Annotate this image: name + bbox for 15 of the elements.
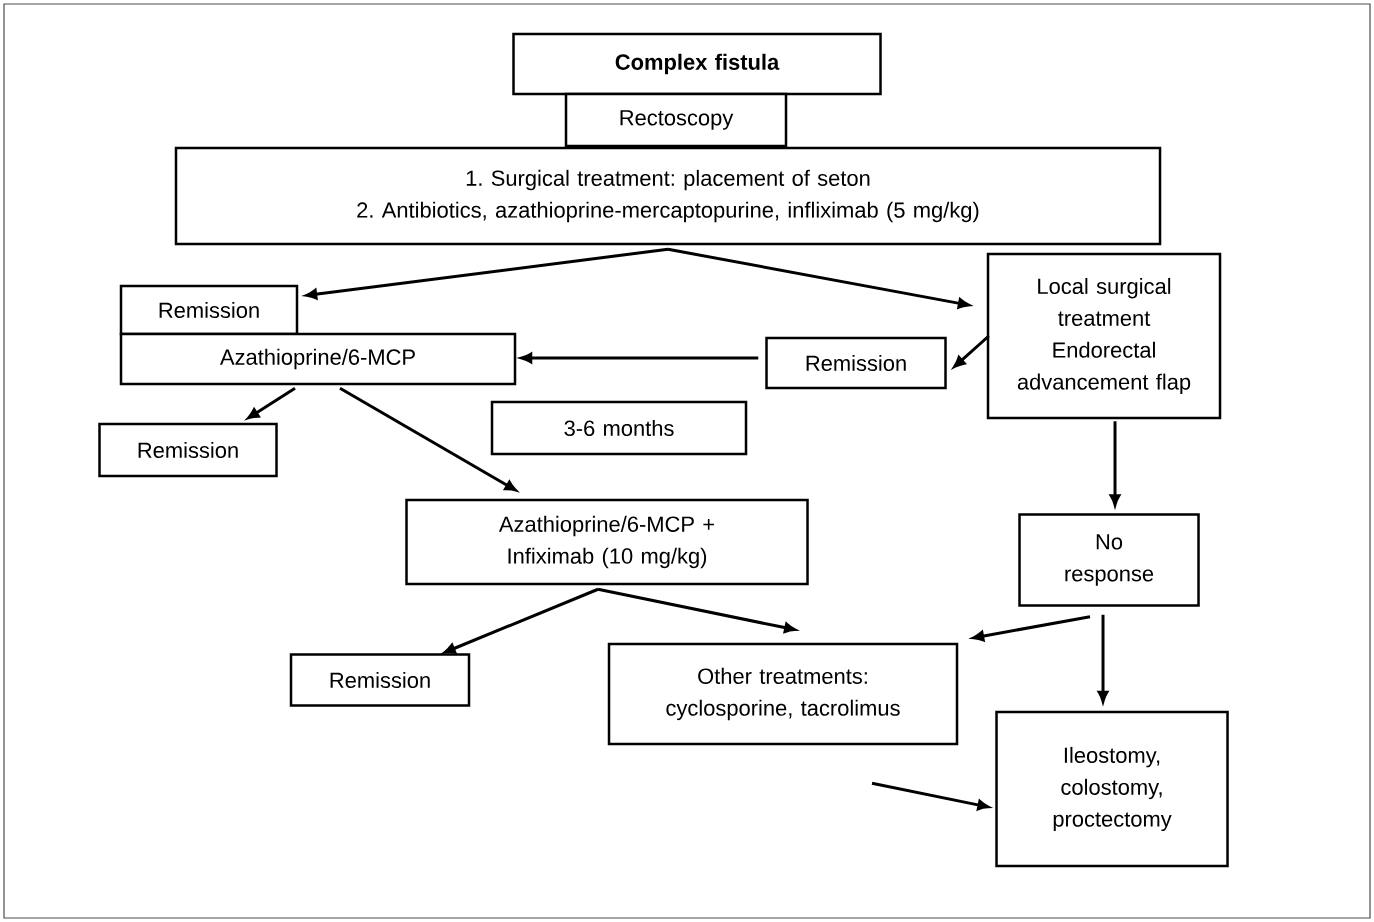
process-box: Remission <box>765 336 947 390</box>
arrow <box>953 334 990 368</box>
arrow <box>871 781 990 811</box>
process-box: Ileostomy, colostomy, proctectomy <box>995 710 1229 868</box>
process-box: Remission <box>98 422 278 478</box>
process-box: Other treatments: cyclosporine, tacrolimus <box>607 642 959 746</box>
process-box: Remission <box>289 653 471 707</box>
process-box: Remission <box>119 284 299 336</box>
process-box: Rectoscopy <box>564 92 788 148</box>
arrow <box>443 587 599 654</box>
process-box: Local surgical treatment Endorectal advancement flap <box>986 252 1222 420</box>
process-box: Complex fistula <box>512 32 882 96</box>
process-box: 3-6 months <box>490 400 748 456</box>
process-box: No response <box>1018 513 1200 607</box>
process-box: Azathioprine/6-MCP + Infiximab (10 mg/kg) <box>405 498 809 586</box>
